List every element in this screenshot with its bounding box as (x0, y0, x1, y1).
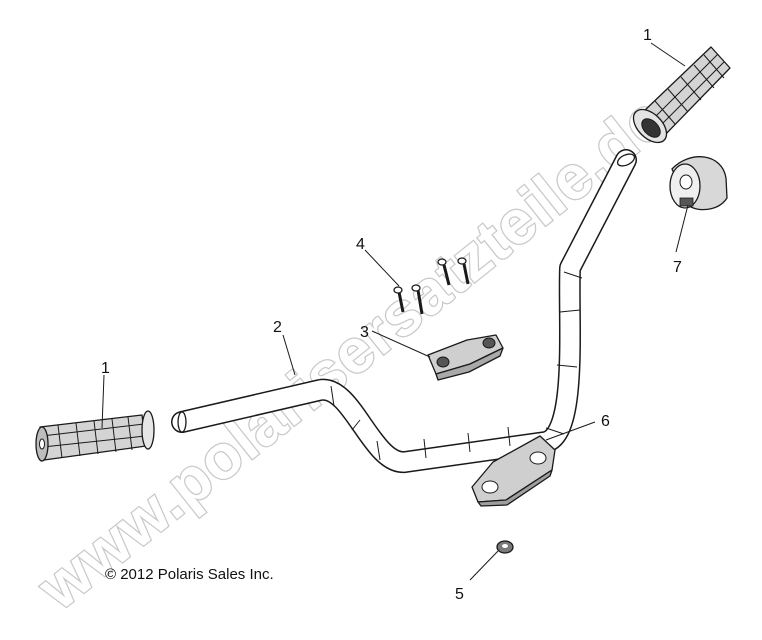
nut (496, 540, 514, 554)
callout-6: 6 (601, 413, 610, 430)
callout-4: 4 (356, 236, 365, 253)
clamp-upper (427, 334, 504, 381)
leader-lines (101, 42, 689, 581)
callout-2: 2 (273, 319, 282, 336)
bolts (393, 257, 470, 315)
grip-left (35, 410, 155, 462)
copyright-notice: © 2012 Polaris Sales Inc. (105, 566, 274, 583)
callout-5: 5 (455, 586, 464, 603)
grip-right (632, 46, 731, 144)
callout-3: 3 (360, 324, 369, 341)
callout-1-left: 1 (101, 360, 110, 377)
callout-7: 7 (673, 259, 682, 276)
pad (669, 156, 728, 211)
watermark-text: www.polarisersatzteile.de (25, 83, 680, 624)
callout-1-right: 1 (643, 27, 652, 44)
clamp-lower (471, 435, 556, 507)
